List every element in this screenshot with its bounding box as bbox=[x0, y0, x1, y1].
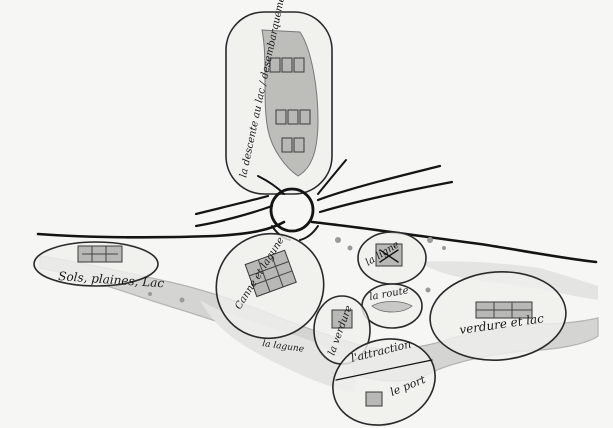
landing-stage: la descente au lac / desembarquement bat… bbox=[226, 0, 332, 194]
zone-south-building bbox=[366, 392, 382, 406]
zone-middle: la route bbox=[362, 284, 422, 328]
zone-north-middle: la ligne bbox=[358, 232, 426, 284]
